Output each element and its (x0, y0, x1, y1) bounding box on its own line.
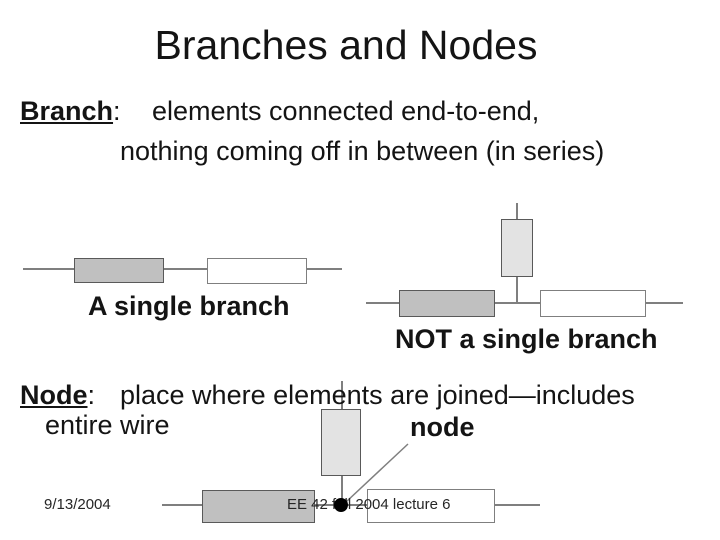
node-figure-white-element (367, 489, 495, 523)
single-branch-gray-element (74, 258, 164, 283)
node-callout-line (345, 443, 409, 503)
not-single-branch-drop-wire (516, 277, 518, 303)
node-definition-term: Node: (20, 380, 95, 411)
branch-definition-line1: elements connected end-to-end, (152, 96, 540, 126)
not-single-branch-gray-element (399, 290, 495, 317)
not-single-branch-white-element (540, 290, 646, 317)
node-figure-vertical-element (321, 409, 361, 476)
not-single-branch-caption: NOT a single branch (395, 324, 658, 354)
node-figure-wire (162, 504, 540, 506)
footer-date: 9/13/2004 (44, 496, 111, 513)
node-dot (334, 498, 348, 512)
branch-term: Branch (20, 96, 114, 126)
branch-definition-term: Branch: (20, 96, 121, 127)
node-definition-line1: place where elements are joined—includes (120, 380, 635, 410)
node-definition-line2: entire wire (45, 410, 170, 440)
not-single-branch-vertical-element (501, 219, 533, 277)
node-term-colon: : (87, 380, 96, 410)
node-figure-drop-wire (341, 476, 343, 506)
node-figure-top-wire (341, 381, 343, 409)
single-branch-wire (23, 268, 342, 270)
node-term: Node (20, 380, 88, 410)
node-figure-gray-element (202, 490, 315, 523)
not-single-branch-top-stub-wire (516, 203, 518, 220)
single-branch-white-element (207, 258, 307, 284)
node-callout-label: node (410, 412, 475, 442)
branch-definition-line2: nothing coming off in between (in series… (120, 136, 605, 166)
single-branch-caption: A single branch (88, 291, 290, 321)
footer-course-label: EE 42 fall 2004 lecture 6 (287, 496, 451, 513)
not-single-branch-wire (366, 302, 683, 304)
slide-title: Branches and Nodes (154, 22, 538, 68)
branch-term-colon: : (113, 96, 121, 126)
